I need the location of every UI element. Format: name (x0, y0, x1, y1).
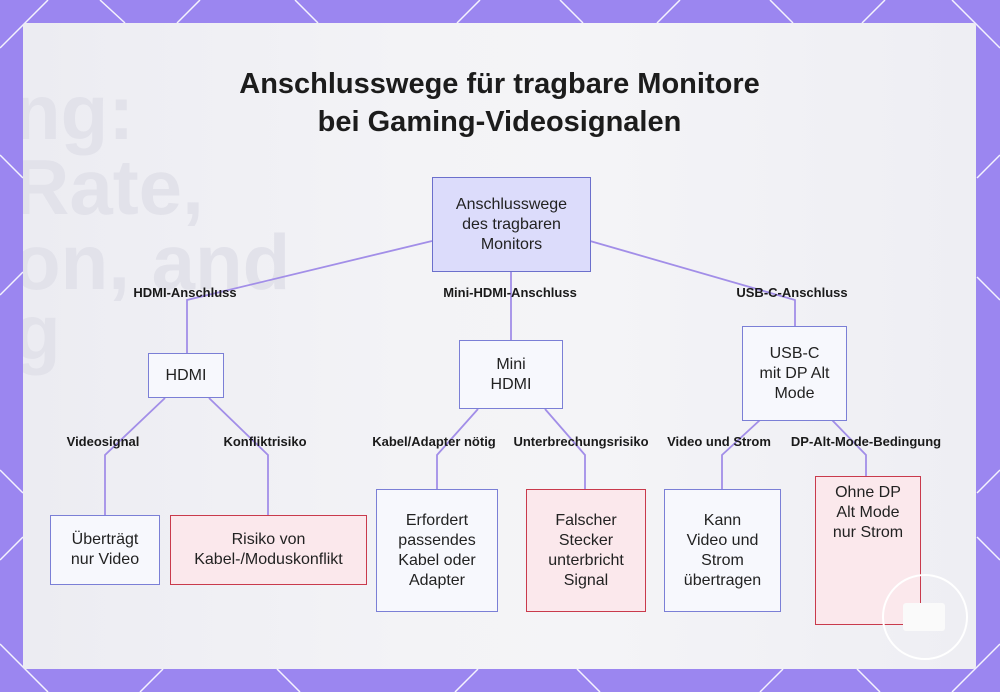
edge-label-usbc: USB-C-Anschluss (736, 285, 848, 300)
corner-badge-circle (882, 574, 968, 660)
edge-label-mini-hdmi: Mini-HDMI-Anschluss (443, 285, 577, 300)
edge-label-hdmi: HDMI-Anschluss (133, 285, 237, 300)
node-root: Anschlusswege des tragbaren Monitors (432, 177, 591, 272)
edge-usbc-power-only (831, 419, 867, 476)
diagram-title-line-2: bei Gaming-Videosignalen (317, 106, 682, 138)
edge-usbc-video-power (721, 419, 761, 489)
edge-hdmi-video (104, 397, 166, 515)
node-mini-hdmi: Mini HDMI (459, 340, 563, 409)
node-wrong-plug: Falscher Stecker unterbricht Signal (526, 489, 646, 612)
chat-bubble-icon[interactable] (903, 603, 945, 631)
background-ghost-text: Rate, (23, 143, 204, 231)
edge-root-usbc (589, 240, 796, 326)
node-cable-mode-risk: Risiko von Kabel-/Moduskonflikt (170, 515, 367, 585)
edge-label-videosignal: Videosignal (66, 434, 140, 449)
node-adapter-required: Erfordert passendes Kabel oder Adapter (376, 489, 498, 612)
edge-hdmi-risk (208, 397, 269, 515)
node-video-only: Überträgt nur Video (50, 515, 160, 585)
edge-label-unterbrechung: Unterbrechungsrisiko (513, 434, 649, 449)
background-ghost-text: g (23, 288, 61, 376)
node-hdmi: HDMI (148, 353, 224, 398)
edge-label-konfliktrisiko: Konfliktrisiko (223, 434, 307, 449)
background-ghost-text: on, and (23, 218, 291, 306)
edge-mini-adapter (436, 408, 479, 489)
diagram-title-line-1: Anschlusswege für tragbare Monitore (239, 68, 760, 100)
edge-label-dp-bedingung: DP-Alt-Mode-Bedingung (790, 434, 942, 449)
background-ghost-text: ng: (23, 68, 135, 156)
node-usbc: USB-C mit DP Alt Mode (742, 326, 847, 421)
edge-mini-plug (544, 408, 586, 489)
edge-label-kabel-adapter: Kabel/Adapter nötig (372, 434, 496, 449)
edge-root-hdmi (186, 240, 433, 353)
node-video-power: Kann Video und Strom übertragen (664, 489, 781, 612)
edge-label-video-strom: Video und Strom (667, 434, 771, 449)
